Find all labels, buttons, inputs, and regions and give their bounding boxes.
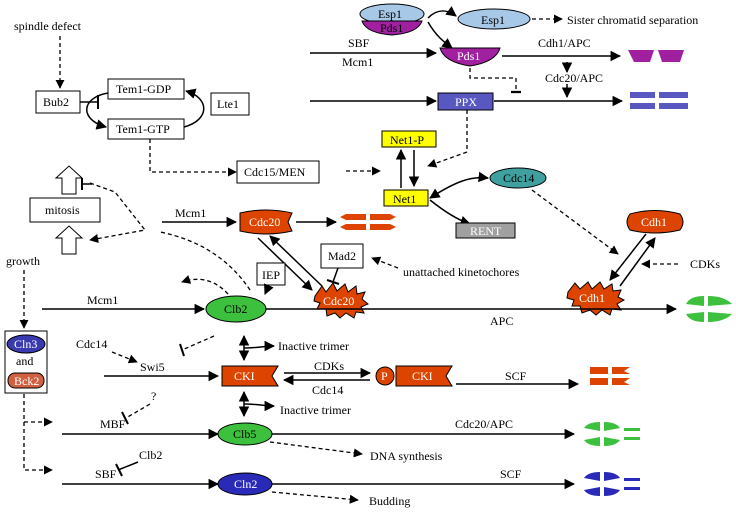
dna-synthesis-label: DNA synthesis <box>370 449 443 463</box>
p-circle <box>375 366 395 386</box>
mcm1-top-label: Mcm1 <box>342 55 373 69</box>
cdh1-node-shape <box>626 210 684 234</box>
mad2-label: Mad2 <box>328 249 356 263</box>
swi5-label: Swi5 <box>140 360 165 374</box>
question-label: ? <box>151 389 156 403</box>
cdc20-node-label: Cdc20 <box>249 215 280 229</box>
mbf-label: MBF <box>100 417 126 431</box>
cdc20-node-shape <box>239 209 293 235</box>
cln3-label: Cln3 <box>14 337 37 351</box>
growth-label: growth <box>6 254 40 268</box>
cdks-mid-label: CDKs <box>314 359 344 373</box>
mitosis-box <box>29 197 101 223</box>
cdc14-label: Cdc14 <box>503 171 534 185</box>
cdc20-degraded-shape <box>340 214 396 230</box>
cdc20-apc-top-label: Cdc20/APC <box>545 71 603 85</box>
bub2-label: Bub2 <box>43 95 69 109</box>
cdc14-oval <box>489 167 547 189</box>
inactive-trimer-1-label: Inactive trimer <box>278 339 349 353</box>
net1-box <box>383 189 429 207</box>
lte1-box <box>210 92 250 116</box>
ppx-label: PPX <box>455 95 477 109</box>
cln2-degraded-shape <box>584 472 640 496</box>
tem1-gtp-label: Tem1-GTP <box>116 122 170 136</box>
inactive-trimer-2-label: Inactive trimer <box>280 403 351 417</box>
clb2-label: Clb2 <box>224 302 247 316</box>
ppx-degraded-shape <box>630 92 688 109</box>
clb5-degraded-shape <box>584 422 640 446</box>
lte1-label: Lte1 <box>217 97 239 111</box>
cdks-right-label: CDKs <box>690 257 720 271</box>
esp1-complex-label: Esp1 <box>378 7 402 21</box>
net1-label: Net1 <box>393 192 416 206</box>
scf-1-label: SCF <box>505 369 527 383</box>
cdh1-apc-top-label: Cdh1/APC <box>538 36 591 50</box>
spindle-defect-label: spindle defect <box>14 19 82 33</box>
pds1-label: Pds1 <box>457 49 480 63</box>
mcm1-mid-label: Mcm1 <box>175 206 206 220</box>
tem1-gdp-label: Tem1-GDP <box>116 82 171 96</box>
pds1-degraded-shape <box>628 50 684 62</box>
tem1-gdp-box <box>107 78 185 100</box>
bck2-label: Bck2 <box>14 374 39 388</box>
clb5-label: Clb5 <box>233 427 256 441</box>
clb2-low-label: Clb2 <box>139 448 162 462</box>
cdh1-node-label: Cdh1 <box>641 215 667 229</box>
pds1-complex-shape <box>361 20 423 36</box>
cki-p-shape <box>395 365 453 387</box>
cki-p-label: CKI <box>412 369 433 383</box>
cln2-label: Cln2 <box>234 477 257 491</box>
apc-label: APC <box>490 314 513 328</box>
net1p-box <box>381 130 437 148</box>
mcm1-low-label: Mcm1 <box>87 293 118 307</box>
esp1-label: Esp1 <box>481 13 505 27</box>
net1p-label: Net1-P <box>390 133 424 147</box>
cdc15-men-label: Cdc15/MEN <box>244 165 306 179</box>
pds1-complex-label: Pds1 <box>380 21 403 35</box>
cdc15-men-box <box>236 160 320 184</box>
cdc20-apc-low-label: Cdc20/APC <box>455 417 513 431</box>
ppx-box <box>437 92 494 111</box>
rent-label: RENT <box>470 224 502 238</box>
cdc20-burst-label: Cdc20 <box>323 294 354 308</box>
cdc14-mid-label: Cdc14 <box>312 383 343 397</box>
cki-label: CKI <box>234 369 255 383</box>
mitosis-up-arrow-bottom <box>54 225 84 255</box>
p-label: P <box>381 369 388 383</box>
mitosis-up-arrow-top <box>54 165 84 195</box>
cdc14-left-label: Cdc14 <box>76 337 107 351</box>
bck2-box <box>7 372 45 389</box>
esp1-oval <box>457 8 531 30</box>
sister-chromatid-label: Sister chromatid separation <box>567 13 698 27</box>
unattached-label: unattached kinetochores <box>403 265 520 279</box>
cki-shape <box>221 365 279 387</box>
mad2-box <box>320 243 364 269</box>
scf-2-label: SCF <box>500 467 522 481</box>
iep-label: IEP <box>262 268 280 282</box>
sbf-low-label: SBF <box>95 467 117 481</box>
cdh1-burst-label: Cdh1 <box>579 291 605 305</box>
cdh1-burst-shape <box>566 281 626 316</box>
budding-label: Budding <box>369 494 410 508</box>
rent-box <box>455 222 516 239</box>
and-label: and <box>16 354 33 368</box>
clb2-degraded-shape <box>686 296 732 322</box>
tem1-gtp-box <box>107 118 185 140</box>
cki-degraded-shape <box>590 367 630 385</box>
mitosis-label: mitosis <box>45 203 80 217</box>
cln3-oval <box>6 334 46 354</box>
pds1-shape <box>439 47 501 67</box>
sbf-top-label: SBF <box>348 36 370 50</box>
